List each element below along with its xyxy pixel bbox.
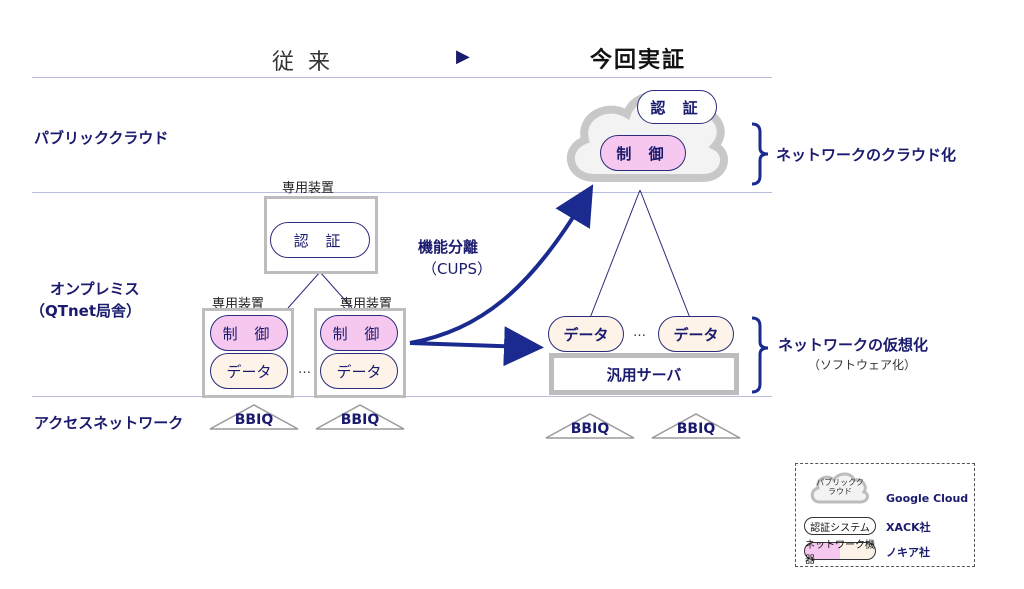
new-ellipsis: … xyxy=(633,325,646,340)
general-server xyxy=(549,353,739,395)
new-data-node-left: データ xyxy=(548,316,624,352)
row-label-public-cloud: パブリッククラウド xyxy=(34,129,169,147)
cloudify-label: ネットワークのクラウド化 xyxy=(776,146,957,164)
cups-sub: （CUPS） xyxy=(422,260,493,278)
header-arrow: ▶ xyxy=(456,46,470,67)
legend: パブリッククラウド Google Cloud 認証システム XACK社 ネットワ… xyxy=(795,463,975,567)
new-ctrl-node: 制 御 xyxy=(600,135,686,171)
divider-top xyxy=(32,77,772,78)
legend-net-pill: ネットワーク機器 xyxy=(804,540,876,566)
access-node: BBIQ xyxy=(208,403,300,431)
header-new: 今回実証 xyxy=(590,48,687,73)
conv-data-node-right: データ xyxy=(320,353,398,389)
conv-ctrl-node-right: 制 御 xyxy=(320,315,398,351)
new-data-node-right: データ xyxy=(658,316,734,352)
access-node-label: BBIQ xyxy=(340,412,380,428)
row-label-onprem: オンプレミス xyxy=(50,280,140,298)
access-node-label: BBIQ xyxy=(234,412,274,428)
virtualize-sub: （ソフトウェア化） xyxy=(808,358,917,372)
access-node-label: BBIQ xyxy=(676,421,716,437)
legend-net-name: ノキア社 xyxy=(886,546,930,559)
access-node: BBIQ xyxy=(314,403,406,431)
legend-auth-name: XACK社 xyxy=(886,521,931,534)
row-label-access: アクセスネットワーク xyxy=(34,414,184,432)
legend-auth-pill: 認証システム xyxy=(804,517,876,535)
conv-ellipsis: … xyxy=(298,362,311,377)
legend-cloud-name: Google Cloud xyxy=(886,492,969,505)
divider-cloud xyxy=(32,192,772,193)
conv-data-node-left: データ xyxy=(210,353,288,389)
access-node: BBIQ xyxy=(544,412,636,440)
header-conventional: 従来 xyxy=(272,50,345,75)
general-server-label: 汎用サーバ xyxy=(606,366,682,384)
row-label-onprem-sub: （QTnet局舎） xyxy=(30,302,142,320)
conv-auth-node: 認 証 xyxy=(270,222,370,258)
access-node-label: BBIQ xyxy=(570,421,610,437)
new-auth-node: 認 証 xyxy=(637,90,717,124)
cups-label: 機能分離 xyxy=(418,238,479,256)
legend-cloud-icon xyxy=(810,472,869,504)
virtualize-label: ネットワークの仮想化 xyxy=(778,336,929,354)
access-node: BBIQ xyxy=(650,412,742,440)
legend-cloud-label: パブリッククラウド xyxy=(816,478,864,496)
conv-ctrl-node-left: 制 御 xyxy=(210,315,288,351)
dedicated-label-top: 専用装置 xyxy=(282,181,335,196)
